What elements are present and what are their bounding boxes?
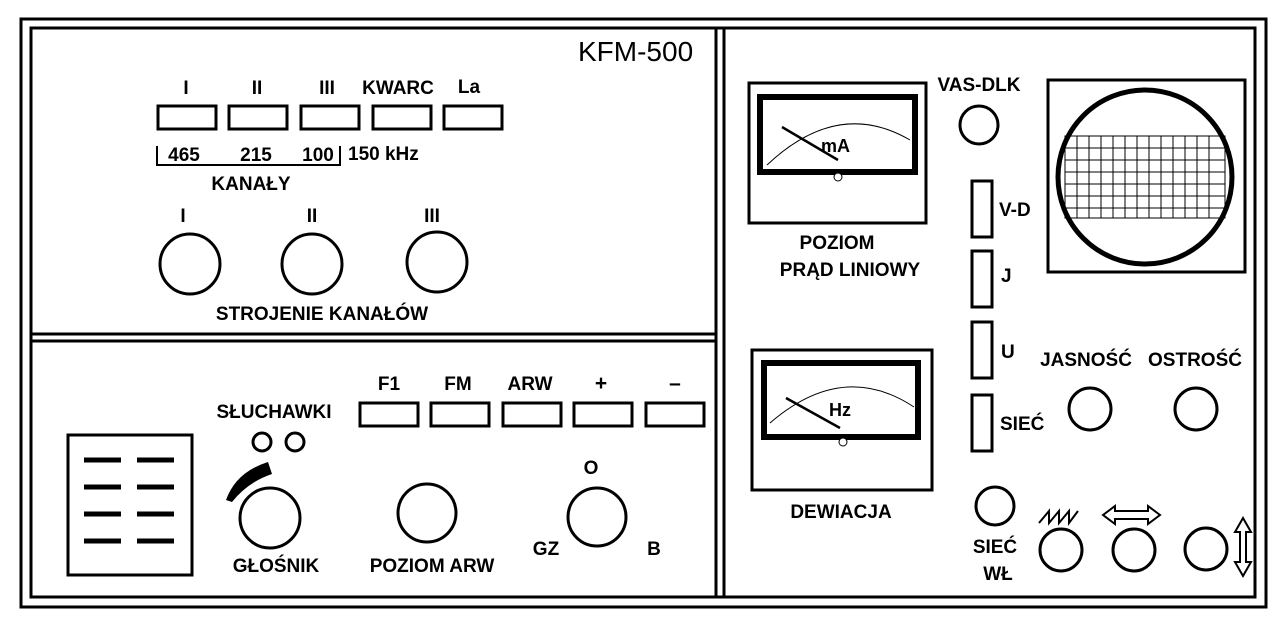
meter-scale-arc (769, 386, 915, 424)
arw-level-knob[interactable] (396, 482, 458, 544)
vas-dlk-label: VAS-DLK (937, 75, 1020, 96)
meter-scale-arc (766, 123, 911, 166)
audio-button-label: FM (444, 374, 471, 395)
meter-needle (785, 396, 841, 430)
top-meter-label-line2: PRĄD LINIOWY (780, 260, 921, 281)
focus-knob[interactable] (1173, 386, 1219, 432)
meter-pivot (833, 172, 843, 182)
audio-button-minus[interactable] (644, 401, 706, 428)
audio-button-plus[interactable] (572, 401, 634, 428)
meter-unit: mA (821, 136, 850, 156)
channel-button-i[interactable] (156, 104, 218, 131)
power-switch[interactable] (974, 485, 1016, 527)
channel-button-ii[interactable] (227, 104, 289, 131)
frequency-label: 465 (168, 145, 200, 166)
selector-label-top: O (584, 458, 599, 479)
selector-label-right: B (647, 539, 661, 560)
lamp-label: J (1001, 266, 1012, 287)
top-meter-label-line1: POZIOM (800, 233, 875, 254)
kanaly-label: KANAŁY (211, 174, 290, 195)
scope-crt (1055, 87, 1235, 267)
speaker-knob-label: GŁOŚNIK (233, 555, 320, 577)
vertical-position-knob[interactable] (1183, 526, 1229, 572)
oscilloscope-screen (1046, 78, 1247, 274)
lamp-u (970, 320, 994, 380)
frequency-label: 100 (302, 145, 334, 166)
bottom-meter-label: DEWIACJA (790, 502, 892, 523)
line-current-meter: mA (747, 81, 928, 225)
arw-knob-label: POZIOM ARW (370, 556, 495, 577)
channel-button-label: II (252, 78, 263, 99)
volume-arc-icon (226, 462, 272, 502)
brightness-label: JASNOŚĆ (1040, 349, 1132, 371)
channel-button-label: La (458, 77, 481, 98)
audio-button-label: + (595, 372, 607, 395)
lamp-label: V-D (999, 200, 1031, 221)
tuning-knob-label: I (180, 206, 185, 227)
channel-button-label: I (183, 78, 188, 99)
power-label-line1: SIEĆ (973, 536, 1018, 558)
brightness-knob[interactable] (1067, 386, 1113, 432)
horizontal-arrow-icon (1101, 504, 1162, 526)
speaker-volume-knob[interactable] (238, 486, 302, 550)
meter-pivot (838, 437, 848, 447)
audio-button-arw[interactable] (501, 401, 563, 428)
sweep-knob[interactable] (1038, 527, 1084, 573)
tuning-knob-label: III (424, 206, 440, 227)
audio-buttons: F1 FM ARW + – (358, 372, 706, 428)
tuning-knob-ii[interactable] (280, 232, 344, 296)
channel-button-iii[interactable] (299, 104, 361, 131)
channel-button-label: KWARC (362, 78, 434, 99)
lamp-label: SIEĆ (1000, 413, 1045, 435)
channel-buttons: I II III KWARC La (156, 77, 504, 131)
headphone-jack-left[interactable] (251, 431, 273, 453)
lamp-j (970, 249, 994, 309)
power-label-line2: WŁ (983, 564, 1013, 585)
lamp-siec (970, 393, 994, 453)
lamp-label: U (1001, 342, 1015, 363)
vas-dlk-knob[interactable] (958, 104, 1000, 146)
selector-label-left: GZ (533, 539, 560, 560)
panel-outer-frame (19, 17, 1268, 609)
deviation-meter: Hz (750, 348, 934, 492)
channel-button-kwarc[interactable] (371, 104, 433, 131)
headphone-jack-right[interactable] (284, 431, 306, 453)
tuning-knob-iii[interactable] (405, 230, 469, 294)
horizontal-position-knob[interactable] (1111, 527, 1157, 573)
frequency-label: 150 kHz (348, 144, 419, 165)
meter-unit: Hz (829, 400, 851, 420)
channel-button-label: III (319, 78, 335, 99)
model-title: KFM-500 (578, 36, 693, 67)
lamp-v-d (970, 179, 994, 239)
meter-needle (781, 125, 839, 162)
audio-button-label: – (669, 372, 681, 395)
mode-selector-knob[interactable] (566, 486, 628, 548)
kanaly-bracket (156, 146, 341, 166)
vertical-arrow-icon (1233, 515, 1253, 579)
tuning-knob-i[interactable] (158, 232, 222, 296)
focus-label: OSTROŚĆ (1148, 349, 1242, 371)
sawtooth-icon (1038, 508, 1079, 526)
channel-button-la[interactable] (442, 104, 504, 131)
audio-button-fm[interactable] (429, 401, 491, 428)
audio-button-label: ARW (507, 374, 552, 395)
speaker-grille (66, 433, 194, 577)
tuning-label: STROJENIE KANAŁÓW (216, 303, 428, 325)
scope-graticule (1064, 135, 1226, 219)
tuning-knob-label: II (307, 206, 318, 227)
panel-inner-frame (29, 26, 1257, 599)
headphones-label: SŁUCHAWKI (216, 402, 331, 423)
speaker-grille-frame (66, 433, 194, 577)
audio-button-f1[interactable] (358, 401, 420, 428)
audio-button-label: F1 (378, 374, 401, 395)
frequency-label: 215 (240, 145, 272, 166)
